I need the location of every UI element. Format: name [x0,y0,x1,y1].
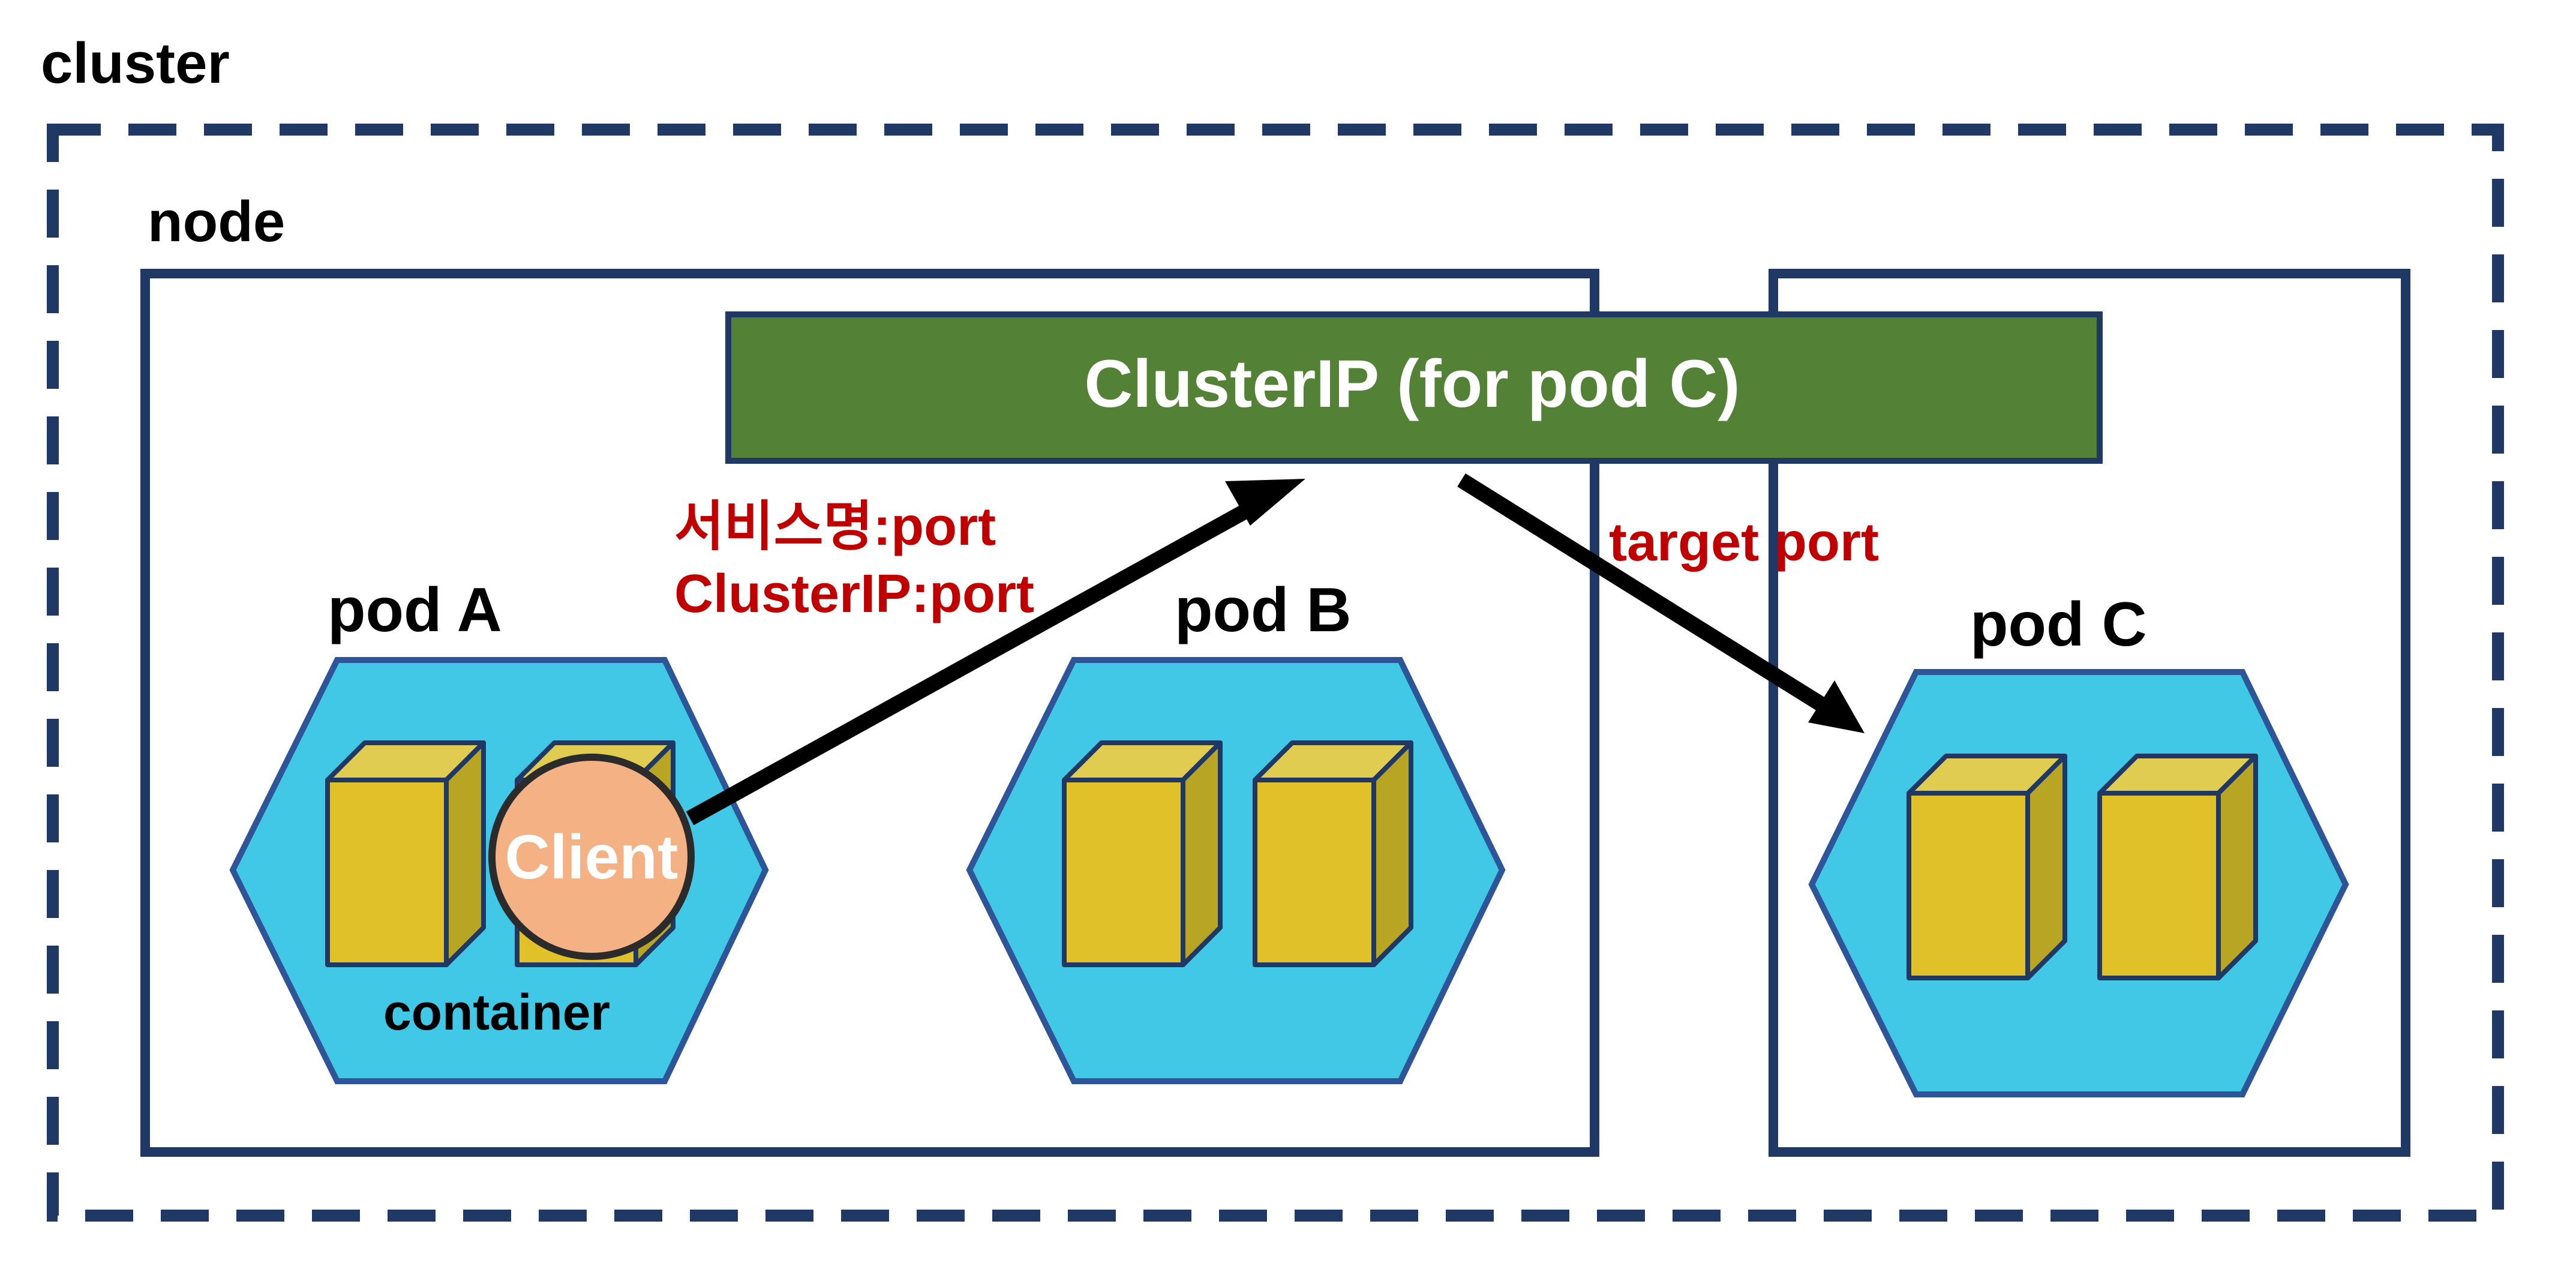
container-cube [328,743,484,965]
client-node: Client [488,754,695,960]
node-box [140,269,1599,1157]
pod-b-label: pod B [1175,575,1352,645]
target-port-label: target port [1609,512,1879,572]
pod-a-label: pod A [328,575,502,645]
client-label: Client [505,823,678,892]
clusterip-service-box: ClusterIP (for pod C) [725,311,2103,464]
container-cube [1909,756,2065,978]
clusterip-to-pod-c-arrow [1457,473,1865,733]
node-box-pod-c [1769,269,2410,1157]
cluster-label: cluster [41,31,230,95]
pod-b [966,657,1506,1084]
client-to-clusterip-arrow [686,479,1305,826]
pod-c [1808,669,2349,1097]
clusterip-port-label: ClusterIP:port [674,564,1034,624]
container-cube [1255,743,1411,965]
service-name-port-label: 서비스명:port [674,497,996,557]
cluster-boundary [47,124,2504,1222]
container-label: container [383,984,610,1040]
pod-c-label: pod C [1970,590,2147,659]
node-label: node [148,190,285,254]
container-cube [2100,756,2256,978]
clusterip-service-label: ClusterIP (for pod C) [1084,346,1740,421]
container-cube [1064,743,1220,965]
